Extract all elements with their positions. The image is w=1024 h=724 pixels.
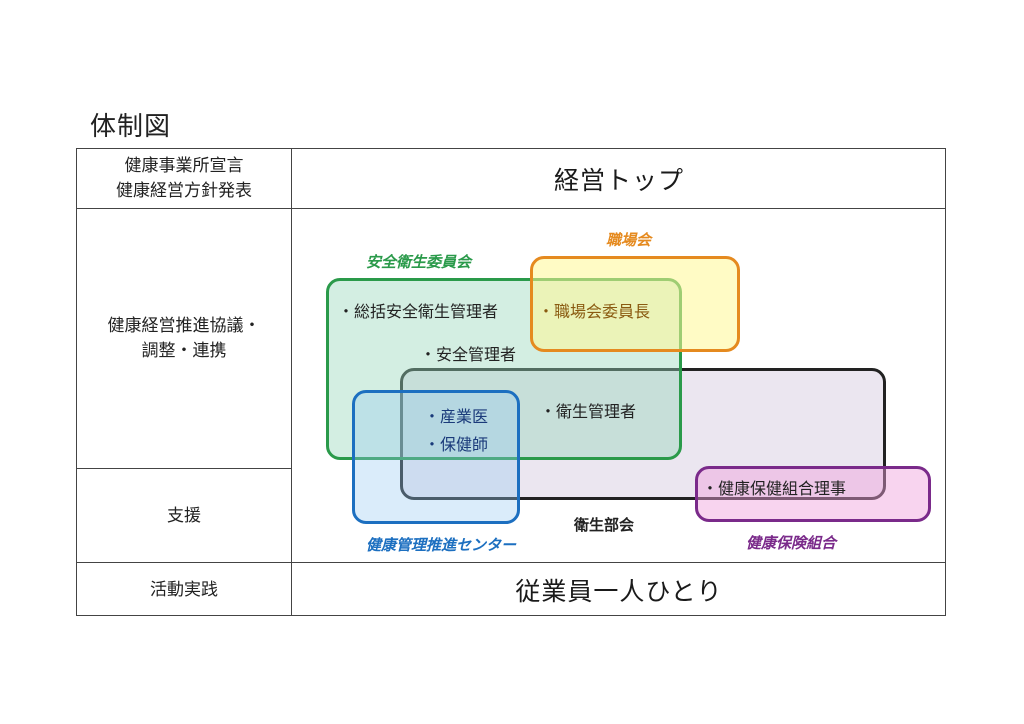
- row-divider-2: [76, 468, 292, 469]
- label-health-dept: 衛生部会: [574, 516, 635, 534]
- row-label-coordination: 健康経営推進協議・ 調整・連携: [76, 210, 292, 468]
- page-title: 体制図: [90, 112, 172, 142]
- box-workplace-council: [530, 256, 740, 352]
- member-council-chair: ・職場会委員長: [538, 302, 651, 321]
- member-nurse: ・保健師: [424, 435, 489, 454]
- row-divider-3: [76, 562, 946, 563]
- member-union-director: ・健康保健組合理事: [702, 479, 847, 498]
- member-health-manager: ・衛生管理者: [540, 402, 637, 421]
- row-label-line: 健康経営推進協議・: [107, 316, 261, 336]
- row-label-line: 健康経営方針発表: [116, 181, 252, 201]
- member-general-manager: ・総括安全衛生管理者: [338, 302, 499, 321]
- row-divider-1: [76, 208, 946, 209]
- label-workplace-council: 職場会: [606, 231, 652, 249]
- all-employees: 従業員一人ひとり: [515, 577, 723, 606]
- label-insurance-union: 健康保険組合: [746, 534, 837, 552]
- member-safety-manager: ・安全管理者: [420, 345, 517, 364]
- row-label-line: 健康事業所宣言: [124, 156, 244, 176]
- row-label-practice: 活動実践: [76, 564, 292, 616]
- label-health-center: 健康管理推進センター: [366, 536, 517, 554]
- box-insurance-union: [695, 466, 931, 522]
- box-health-center: [352, 390, 520, 524]
- row-label-line: 調整・連携: [141, 341, 227, 361]
- column-divider: [291, 148, 292, 616]
- label-safety-committee: 安全衛生委員会: [366, 253, 472, 271]
- row-label-declaration: 健康事業所宣言 健康経営方針発表: [76, 150, 292, 208]
- row-label-line: 活動実践: [150, 579, 218, 600]
- structure-table: [76, 148, 946, 616]
- member-doctor: ・産業医: [424, 407, 489, 426]
- row-label-line: 支援: [167, 505, 201, 526]
- top-management: 経営トップ: [553, 166, 684, 195]
- row-label-support: 支援: [76, 470, 292, 562]
